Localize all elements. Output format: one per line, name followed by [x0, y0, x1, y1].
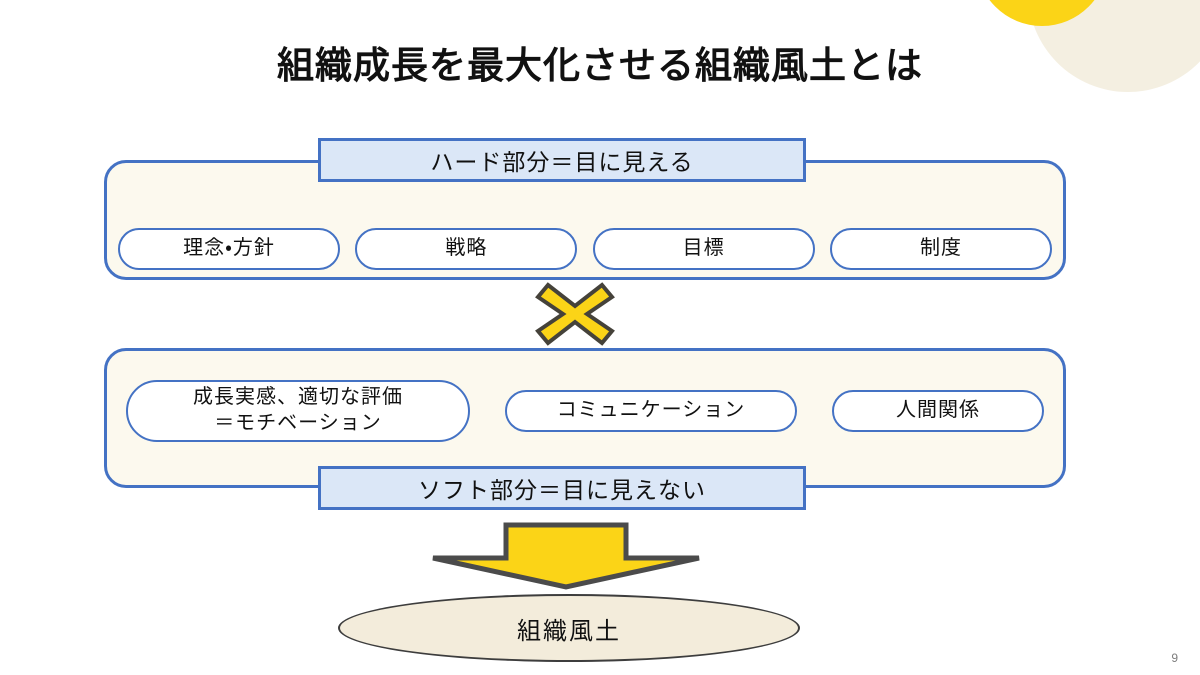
hard-section-header-label: ハード部分＝目に見える: [430, 149, 694, 175]
hard-item-system[interactable]: 制度: [829, 228, 1052, 270]
soft-item-relationships[interactable]: 人間関係: [832, 390, 1044, 432]
hard-item-philosophy[interactable]: 理念・方針: [118, 228, 340, 270]
soft-section-header-label: ソフト部分＝目に見えない: [418, 477, 706, 503]
soft-items-row: 成長実感、適切な評価 ＝モチベーション コミュニケーション 人間関係: [126, 380, 1044, 442]
cross-multiply-icon: [535, 282, 615, 346]
hard-item-goal[interactable]: 目標: [592, 228, 815, 270]
soft-item-communication[interactable]: コミュニケーション: [505, 390, 797, 432]
hard-section-header: ハード部分＝目に見える: [318, 138, 806, 182]
soft-section-header: ソフト部分＝目に見えない: [318, 466, 806, 510]
page-number: 9: [1171, 651, 1178, 665]
page-title: 組織成長を最大化させる組織風土とは: [277, 45, 923, 86]
hard-items-row: 理念・方針 戦略 目標 制度: [118, 228, 1052, 270]
result-label: 組織風土: [517, 617, 621, 645]
down-arrow-icon: [432, 522, 700, 590]
hard-item-strategy[interactable]: 戦略: [355, 228, 578, 270]
soft-item-motivation[interactable]: 成長実感、適切な評価 ＝モチベーション: [126, 380, 470, 442]
result-ellipse: 組織風土: [338, 594, 800, 662]
yellow-circle-decoration: [976, 0, 1108, 26]
